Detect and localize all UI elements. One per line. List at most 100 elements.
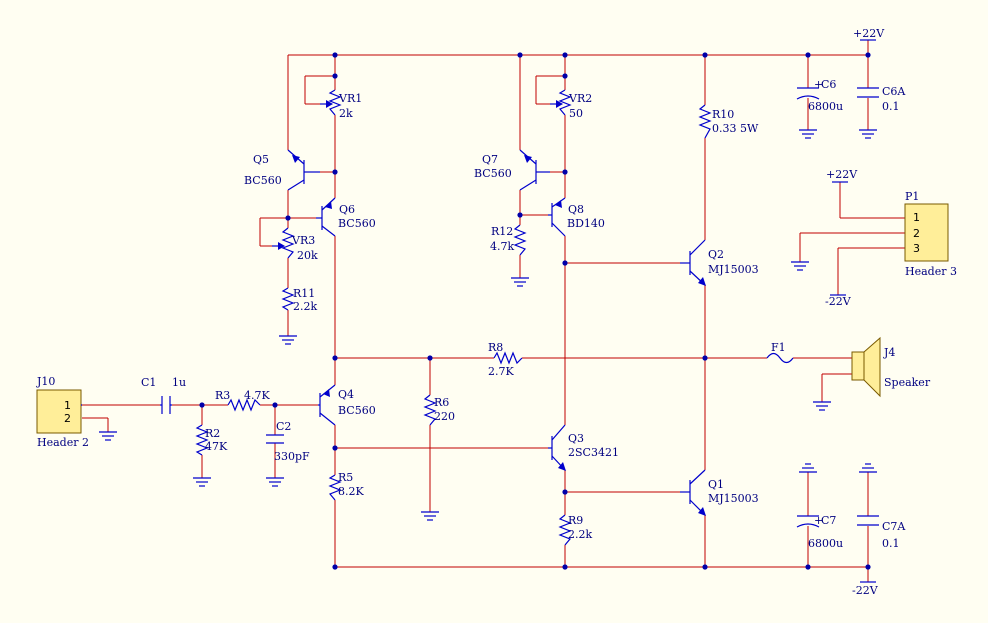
label-Q7-ref: Q7 [482, 153, 498, 166]
ground-icon [813, 401, 831, 411]
transistor-Q6 [316, 197, 336, 237]
label-C1-ref: C1 [141, 376, 156, 389]
label-Q4-ref: Q4 [338, 388, 354, 401]
pin-P1-3: 3 [913, 242, 920, 255]
label-Q1-value: MJ15003 [708, 492, 759, 505]
resistor-R9 [558, 514, 572, 546]
labels: +22V -22V +22V -22V J10 Header 2 1 2 C1 … [36, 27, 957, 597]
label-R12-ref: R12 [491, 225, 513, 238]
label-R8-value: 2.7K [488, 365, 514, 378]
label-C2-ref: C2 [276, 420, 291, 433]
transistor-Q4 [318, 384, 336, 426]
ground-icon [266, 477, 284, 487]
label-R12-value: 4.7k [490, 240, 514, 253]
label-R8-ref: R8 [488, 341, 503, 354]
transistor-Q2 [680, 239, 706, 286]
label-C6A-value: 0.1 [882, 100, 900, 113]
ground-icon [859, 129, 877, 139]
resistor-R3 [227, 398, 261, 412]
capacitors [160, 87, 879, 528]
ground-icon [799, 463, 817, 473]
label-Q3-ref: Q3 [568, 432, 584, 445]
label-F1-ref: F1 [771, 341, 786, 354]
wires [82, 40, 905, 582]
resistor-R12 [513, 224, 527, 256]
junctions [199, 52, 871, 570]
label-R10-value: 0.33 5W [712, 122, 759, 135]
label-VR1-ref: VR1 [338, 92, 362, 105]
label-vneg-bottom: -22V [852, 584, 879, 597]
label-R9-value: 2.2k [568, 528, 592, 541]
resistors [195, 104, 712, 546]
cap-C6 [796, 87, 820, 100]
label-Q5-ref: Q5 [253, 153, 269, 166]
label-VR1-value: 2k [339, 107, 353, 120]
label-Q6-value: BC560 [338, 217, 376, 230]
label-R9-ref: R9 [568, 514, 583, 527]
transistors [287, 149, 706, 516]
label-vpos-top: +22V [853, 27, 885, 40]
pot-VR3 [272, 227, 295, 259]
pot-VR2 [550, 89, 572, 116]
pin-J10-1: 1 [64, 399, 71, 412]
label-VR3-ref: VR3 [291, 234, 315, 247]
label-J10-ref: J10 [36, 375, 55, 388]
ground-icon [799, 129, 817, 139]
power-symbols [830, 39, 876, 583]
cap-C2 [266, 434, 284, 444]
label-Q7-value: BC560 [474, 167, 512, 180]
transistor-Q7 [519, 149, 550, 191]
transistor-Q8 [548, 197, 566, 237]
cap-C1 [160, 396, 172, 414]
resistor-R10 [698, 104, 712, 139]
pin-P1-1: 1 [913, 211, 920, 224]
label-Q1-ref: Q1 [708, 478, 724, 491]
speaker-icon [851, 336, 881, 398]
resistor-R2 [195, 424, 209, 456]
label-C6-ref: C6 [821, 78, 836, 91]
label-J4-value: Speaker [884, 376, 931, 389]
label-R5-ref: R5 [338, 471, 353, 484]
connectors [36, 203, 949, 434]
label-C2-value: 330pF [274, 450, 310, 463]
potentiometers [272, 89, 572, 259]
pin-J10-2: 2 [64, 412, 71, 425]
ground-icon [421, 511, 439, 521]
label-C7A-value: 0.1 [882, 537, 900, 550]
ground-icon [193, 477, 211, 487]
label-R11-ref: R11 [293, 287, 315, 300]
label-P1-value: Header 3 [905, 265, 957, 278]
label-C7-value: 6800u [808, 537, 843, 550]
ground-icon [791, 261, 809, 271]
pin-P1-2: 2 [913, 227, 920, 240]
label-R6-value: 220 [434, 410, 455, 423]
label-Q2-ref: Q2 [708, 248, 724, 261]
ground-icon [859, 463, 877, 473]
cap-C7A [857, 515, 879, 526]
transistor-Q3 [548, 424, 566, 471]
label-Q8-ref: Q8 [568, 203, 584, 216]
resistor-R11 [281, 287, 295, 311]
label-R2-value: 47K [205, 440, 228, 453]
grounds [99, 129, 877, 521]
label-J10-value: Header 2 [37, 436, 89, 449]
label-vpos-p1: +22V [826, 168, 858, 181]
label-C7A-ref: C7A [882, 520, 906, 533]
transistor-Q5 [287, 149, 320, 191]
resistor-R8 [493, 351, 523, 365]
fuse-F1 [766, 352, 794, 364]
label-Q3-value: 2SC3421 [568, 446, 619, 459]
label-C1-value: 1u [172, 376, 186, 389]
label-Q2-value: MJ15003 [708, 263, 759, 276]
label-VR3-value: 20k [297, 249, 318, 262]
label-VR2-value: 50 [569, 107, 583, 120]
pot-VR1 [320, 89, 342, 116]
connector-P1 [904, 203, 949, 262]
connector-J10 [36, 389, 82, 434]
label-R10-ref: R10 [712, 108, 734, 121]
label-R11-value: 2.2k [293, 300, 317, 313]
label-C7-ref: C7 [821, 514, 836, 527]
ground-icon [279, 335, 297, 345]
